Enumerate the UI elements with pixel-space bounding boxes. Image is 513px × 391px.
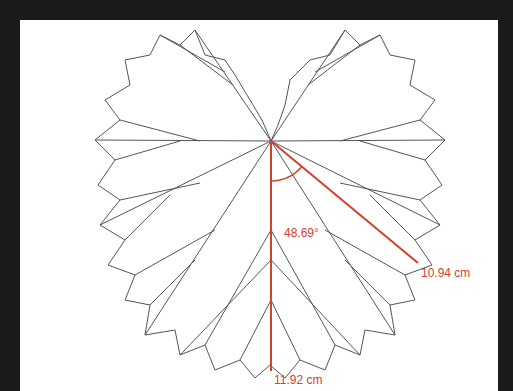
paper-ground [20, 20, 498, 391]
dimension-label: 11.92 cm [274, 373, 322, 387]
leaf-outline [95, 30, 445, 378]
dimension-label: 10.94 cm [421, 266, 470, 280]
measurement-lines [271, 141, 418, 371]
angle-value: 48.69° [284, 226, 319, 240]
